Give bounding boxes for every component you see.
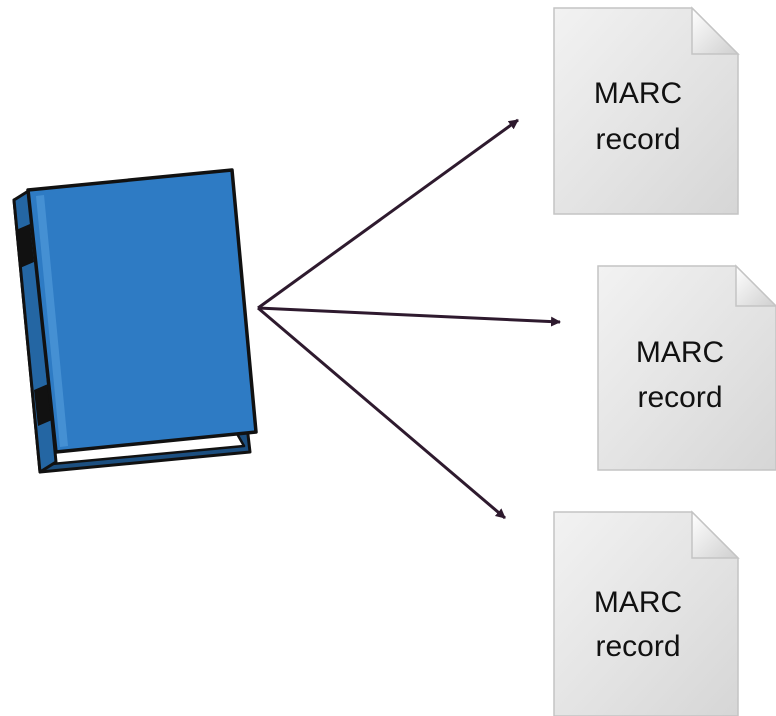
- book-icon: [12, 168, 258, 474]
- marc-record-document-3: MARC record: [553, 510, 740, 716]
- arrow-to-record-3: [257, 306, 506, 520]
- document-label-line2: record: [595, 630, 680, 663]
- marc-record-document-1: MARC record: [553, 6, 740, 215]
- document-icon: [553, 510, 740, 716]
- document-label-line1: MARC: [594, 586, 682, 619]
- arrow-to-record-1: [257, 118, 519, 310]
- arrows: [257, 118, 561, 520]
- document-label-line2: record: [595, 123, 680, 156]
- document-label-line1: MARC: [636, 336, 724, 369]
- marc-record-document-2: MARC record: [597, 264, 776, 471]
- document-label-line1: MARC: [594, 77, 682, 110]
- document-icon: [597, 264, 776, 471]
- document-label-line2: record: [637, 381, 722, 414]
- arrow-to-record-2: [257, 306, 561, 327]
- document-icon: [553, 6, 740, 215]
